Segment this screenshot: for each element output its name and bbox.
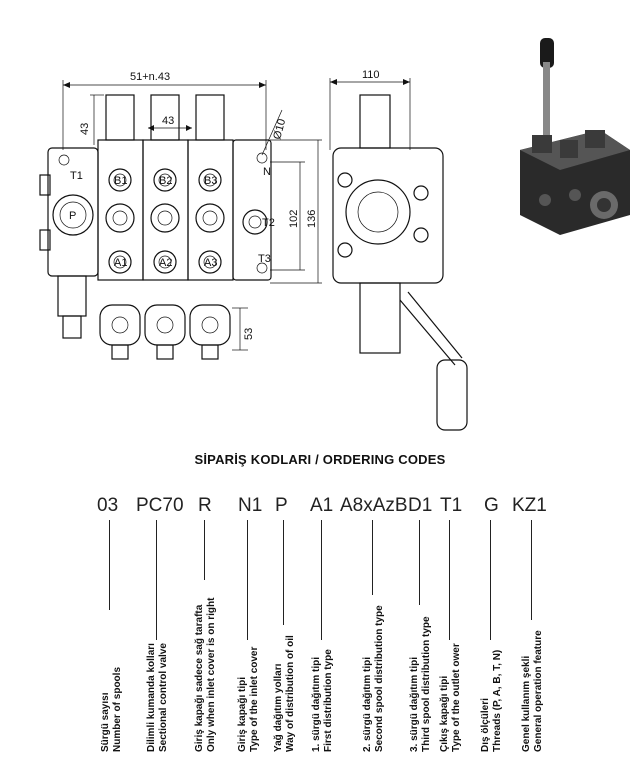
port-p: P bbox=[69, 210, 76, 222]
port-t2: T2 bbox=[262, 217, 275, 229]
front-view: T1 P N T2 T3 B1 B2 B3 A1 A2 A3 bbox=[39, 94, 275, 360]
dimension-right-heights: 102 136 bbox=[270, 139, 322, 284]
code-oil-way: P bbox=[275, 495, 288, 516]
dimension-side-width: 110 bbox=[329, 69, 411, 150]
dimension-bottom: 53 bbox=[232, 307, 255, 351]
dimension-spool-pitch: 43 bbox=[148, 115, 192, 131]
port-t1: T1 bbox=[70, 170, 83, 182]
leader-line bbox=[283, 520, 284, 625]
leader-line bbox=[449, 520, 450, 640]
code-first-distribution: A1 bbox=[310, 495, 334, 516]
leader-line bbox=[531, 520, 532, 620]
code-spool-count: 03 bbox=[97, 495, 119, 516]
code-threads: G bbox=[484, 495, 499, 516]
side-view bbox=[332, 94, 468, 431]
leader-line bbox=[321, 520, 322, 640]
leader-line bbox=[372, 520, 373, 595]
code-inlet-cover: N1 bbox=[238, 495, 263, 516]
dimension-hole: Ø10 bbox=[261, 109, 288, 156]
port-b1: B1 bbox=[114, 175, 127, 187]
code-outlet-cover: T1 bbox=[440, 495, 463, 516]
dimension-top-width: 51+n.43 bbox=[62, 71, 267, 150]
leader-line bbox=[419, 520, 420, 605]
port-b2: B2 bbox=[159, 175, 172, 187]
product-photo bbox=[520, 38, 630, 235]
dim-hole-label: Ø10 bbox=[271, 118, 288, 141]
code-valve-type: PC70 bbox=[136, 495, 184, 516]
leader-line bbox=[204, 520, 205, 580]
port-t3: T3 bbox=[258, 253, 271, 265]
technical-drawing: 51+n.43 43 43 Ø10 102 136 53 bbox=[39, 38, 630, 431]
code-third-distribution: D1 bbox=[408, 495, 433, 516]
code-operation: KZ1 bbox=[512, 495, 547, 516]
leader-line bbox=[490, 520, 491, 640]
port-a3: A3 bbox=[204, 257, 217, 269]
dim-pitch-label: 43 bbox=[162, 115, 174, 127]
dim-top-width-label: 51+n.43 bbox=[130, 71, 170, 83]
ordering-codes-title: SİPARİŞ KODLARI / ORDERING CODES bbox=[194, 452, 446, 467]
dim-53-label: 53 bbox=[243, 328, 255, 340]
dim-left-height-label: 43 bbox=[79, 123, 91, 135]
dim-136-label: 136 bbox=[306, 210, 318, 228]
spool-sections bbox=[97, 94, 234, 360]
port-a2: A2 bbox=[159, 257, 172, 269]
port-n: N bbox=[263, 166, 271, 178]
port-b3: B3 bbox=[204, 175, 217, 187]
port-a1: A1 bbox=[114, 257, 127, 269]
leader-line bbox=[156, 520, 157, 640]
code-second-distribution: A8xAzB bbox=[340, 495, 408, 516]
leader-line bbox=[247, 520, 248, 640]
dim-102-label: 102 bbox=[288, 210, 300, 228]
dimension-left-height: 43 bbox=[79, 94, 104, 145]
leader-line bbox=[109, 520, 110, 610]
dim-110-label: 110 bbox=[362, 69, 380, 81]
code-inlet-side: R bbox=[198, 495, 212, 516]
